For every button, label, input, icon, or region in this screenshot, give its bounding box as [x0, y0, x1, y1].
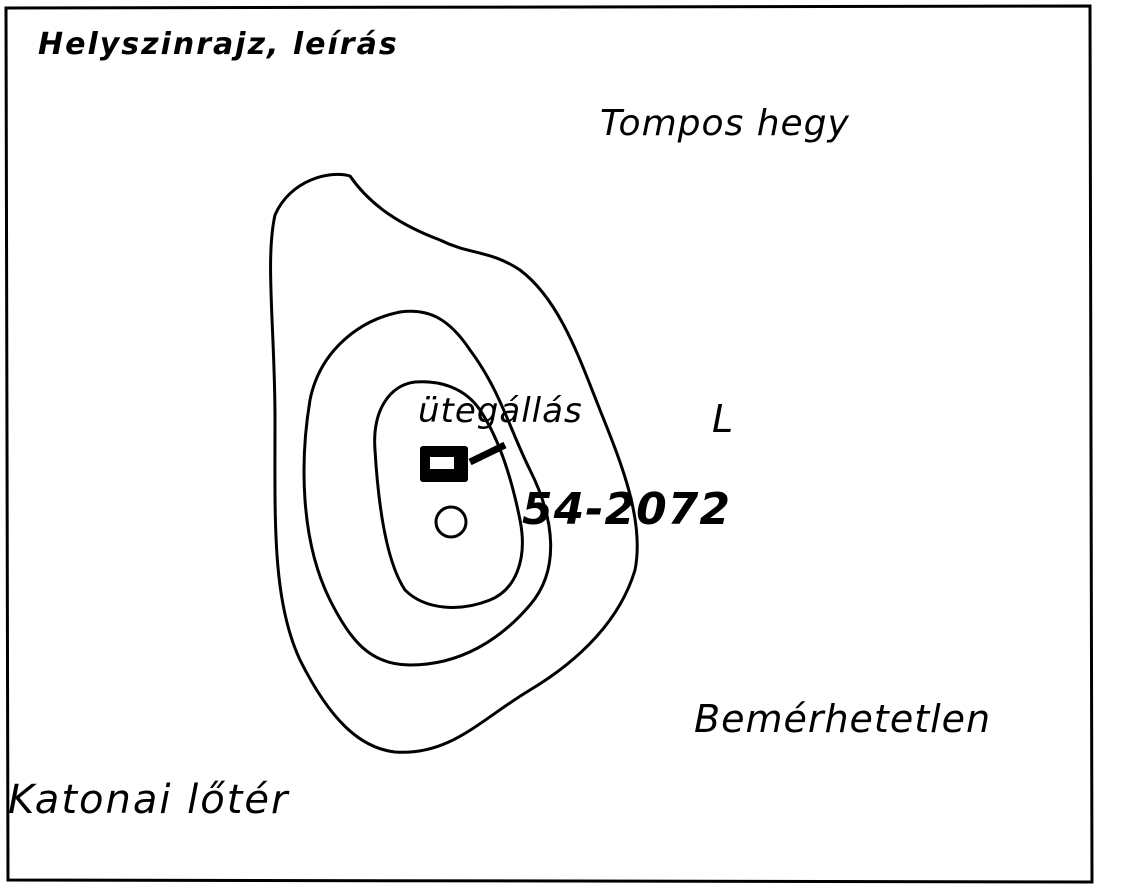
measurement-note: Bemérhetetlen — [694, 697, 992, 741]
marker-symbol: L — [712, 397, 734, 441]
contour-inner — [373, 380, 524, 609]
feature-label: ütegállás — [418, 391, 583, 431]
contour-outer — [269, 172, 639, 754]
survey-point-circle — [434, 505, 468, 539]
point-code: 54-2072 — [522, 484, 731, 535]
place-name: Tompos hegy — [600, 103, 850, 144]
area-label: Katonai lőtér — [8, 777, 290, 823]
contour-middle — [302, 309, 553, 667]
sheet-title: Helyszinrajz, leírás — [38, 27, 399, 62]
frame-border — [4, 4, 1094, 884]
